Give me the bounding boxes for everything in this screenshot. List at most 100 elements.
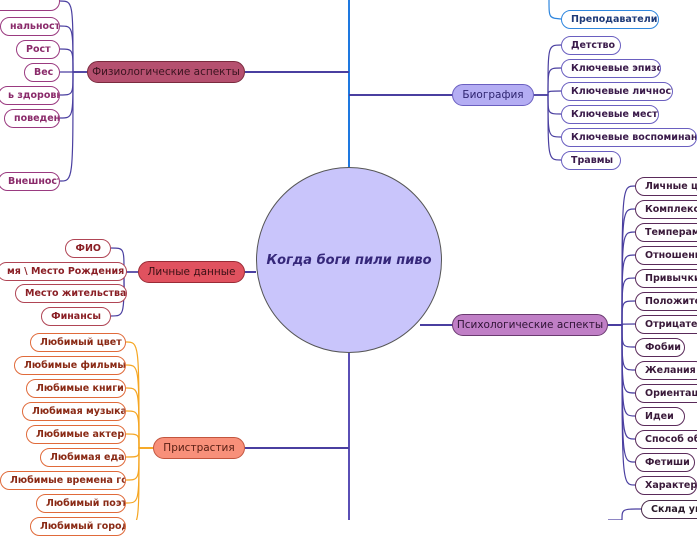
leaf-link xyxy=(608,324,636,486)
branch-personal-label: Личные данные xyxy=(147,266,236,278)
leaf-biography[interactable]: Ключевые воспоминания xyxy=(561,128,697,147)
leaf-biography[interactable]: Травмы xyxy=(561,151,621,170)
leaf-passions[interactable]: Любимые актеры xyxy=(26,425,126,444)
leaf-label: Ключевые места xyxy=(571,109,659,120)
leaf-label: Любимые актеры xyxy=(36,429,126,440)
leaf-label: Отрицательные xyxy=(645,319,697,330)
leaf-link xyxy=(608,508,642,520)
leaf-label: Ключевые воспоминания xyxy=(571,132,697,143)
leaf-label: мя \ Место Рождения xyxy=(7,266,125,277)
leaf-label: Любимые книги xyxy=(36,383,124,394)
leaf-label: Детство xyxy=(571,40,616,51)
leaf-label: Идеи xyxy=(645,411,674,422)
leaf-label: Положительные xyxy=(645,296,697,307)
leaf-passions[interactable]: Любимый цвет xyxy=(30,333,126,352)
leaf-label: Фобии xyxy=(645,342,681,353)
leaf-label: Ориентация xyxy=(645,388,697,399)
central-topic[interactable]: Когда боги пили пиво xyxy=(256,167,442,353)
leaf-label: Личные цели xyxy=(645,181,697,192)
leaf-psychology[interactable]: Отрицательные xyxy=(635,315,697,334)
leaf-label: Склад ума xyxy=(651,504,697,515)
leaf-biography[interactable]: Ключевые личности xyxy=(561,82,673,101)
leaf-label: Вес xyxy=(34,67,54,78)
leaf-label: Ключевые личности xyxy=(571,86,673,97)
leaf-psychology[interactable]: Способ общения xyxy=(635,430,697,449)
branch-physiology-label: Физиологические аспекты xyxy=(92,66,240,78)
branch-psychology-label: Психологические аспекты xyxy=(456,319,604,331)
leaf-passions[interactable]: Любимые книги xyxy=(26,379,126,398)
leaf-psychology[interactable]: Фетиши xyxy=(635,453,695,472)
leaf-psychology[interactable]: Желания xyxy=(635,361,697,380)
leaf-label: ФИО xyxy=(75,243,101,254)
leaf-physiology[interactable]: нальность xyxy=(0,17,60,36)
leaf-label: Любимый цвет xyxy=(40,337,122,348)
leaf-biography[interactable]: Ключевые эпизоды xyxy=(561,59,661,78)
leaf-psychology[interactable]: Темперамент xyxy=(635,223,697,242)
leaf-psychology[interactable]: Положительные xyxy=(635,292,697,311)
leaf-passions[interactable]: Любимый поэт xyxy=(36,494,126,513)
leaf-physiology[interactable]: ь здоровья xyxy=(0,86,60,105)
branch-personal[interactable]: Личные данные xyxy=(138,261,245,283)
branch-passions[interactable]: Пристрастия xyxy=(153,437,245,459)
leaf-psychology[interactable]: Фобии xyxy=(635,338,685,357)
leaf-label: Рост xyxy=(26,44,51,55)
branch-biography-label: Биография xyxy=(462,89,524,101)
leaf-psychology[interactable]: Отношения xyxy=(635,246,697,265)
leaf-physiology[interactable]: Рост xyxy=(16,40,60,59)
leaf-physiology[interactable]: поведения xyxy=(4,109,60,128)
leaf-passions[interactable]: Любимая еда xyxy=(40,448,126,467)
leaf-link xyxy=(59,71,87,182)
leaf-personal[interactable]: Место жительства xyxy=(15,284,127,303)
leaf-label: Комплексы xyxy=(645,204,697,215)
leaf-label: Любимая еда xyxy=(50,452,125,463)
leaf-personal[interactable]: мя \ Место Рождения xyxy=(0,262,127,281)
leaf-label: Любимые фильмы xyxy=(24,360,126,371)
leaf-label: Любимый город xyxy=(40,521,126,532)
leaf-label: Фетиши xyxy=(645,457,690,468)
leaf-biography[interactable]: Ключевые места xyxy=(561,105,659,124)
leaf-label: нальность xyxy=(10,21,60,32)
central-topic-title: Когда боги пили пиво xyxy=(266,252,432,268)
leaf-label: Желания xyxy=(645,365,696,376)
branch-passions-label: Пристрастия xyxy=(163,442,235,454)
leaf-passions[interactable]: Любимые фильмы xyxy=(14,356,126,375)
connector-lines xyxy=(59,0,642,520)
leaf-psychology[interactable]: Ориентация xyxy=(635,384,697,403)
leaf-label: Характер xyxy=(645,480,697,491)
leaf-psychology[interactable]: Идеи xyxy=(635,407,685,426)
leaf-passions[interactable]: Любимая музыка xyxy=(22,402,126,421)
branch-biography[interactable]: Биография xyxy=(452,84,534,106)
leaf-label: Любимый поэт xyxy=(46,498,126,509)
leaf-label: Ключевые эпизоды xyxy=(571,63,660,74)
leaf-biography[interactable]: Детство xyxy=(561,36,621,55)
leaf-personal[interactable]: Финансы xyxy=(41,307,111,326)
branch-psychology[interactable]: Психологические аспекты xyxy=(452,314,608,336)
leaf-psychology[interactable]: Личные цели xyxy=(635,177,697,196)
leaf-link xyxy=(548,0,562,20)
leaf-teachers[interactable]: Преподаватели xyxy=(561,10,659,29)
leaf-mind[interactable]: Склад ума xyxy=(641,500,697,519)
leaf-label: Преподаватели xyxy=(571,14,658,25)
leaf-psychology[interactable]: Привычки xyxy=(635,269,697,288)
branch-physiology[interactable]: Физиологические аспекты xyxy=(87,61,245,83)
leaf-label: Любимая музыка xyxy=(32,406,126,417)
leaf-label: Способ общения xyxy=(645,434,697,445)
leaf-label: ь здоровья xyxy=(8,90,59,101)
leaf-label: Отношения xyxy=(645,250,697,261)
leaf-link xyxy=(534,94,562,161)
leaf-physiology[interactable] xyxy=(0,0,60,11)
leaf-label: поведения xyxy=(14,113,60,124)
leaf-personal[interactable]: ФИО xyxy=(65,239,111,258)
leaf-physiology[interactable]: Вес xyxy=(24,63,60,82)
leaf-label: Привычки xyxy=(645,273,697,284)
leaf-link xyxy=(135,447,153,520)
leaf-label: Травмы xyxy=(571,155,614,166)
leaf-physiology[interactable]: Внешность xyxy=(0,172,60,191)
leaf-label: Внешность xyxy=(8,176,59,187)
leaf-label: Темперамент xyxy=(645,227,697,238)
leaf-label: Место жительства xyxy=(25,288,127,299)
leaf-passions[interactable]: Любимые времена года xyxy=(0,471,126,490)
leaf-psychology[interactable]: Комплексы xyxy=(635,200,697,219)
leaf-psychology[interactable]: Характер xyxy=(635,476,697,495)
leaf-label: Любимые времена года xyxy=(10,475,125,486)
